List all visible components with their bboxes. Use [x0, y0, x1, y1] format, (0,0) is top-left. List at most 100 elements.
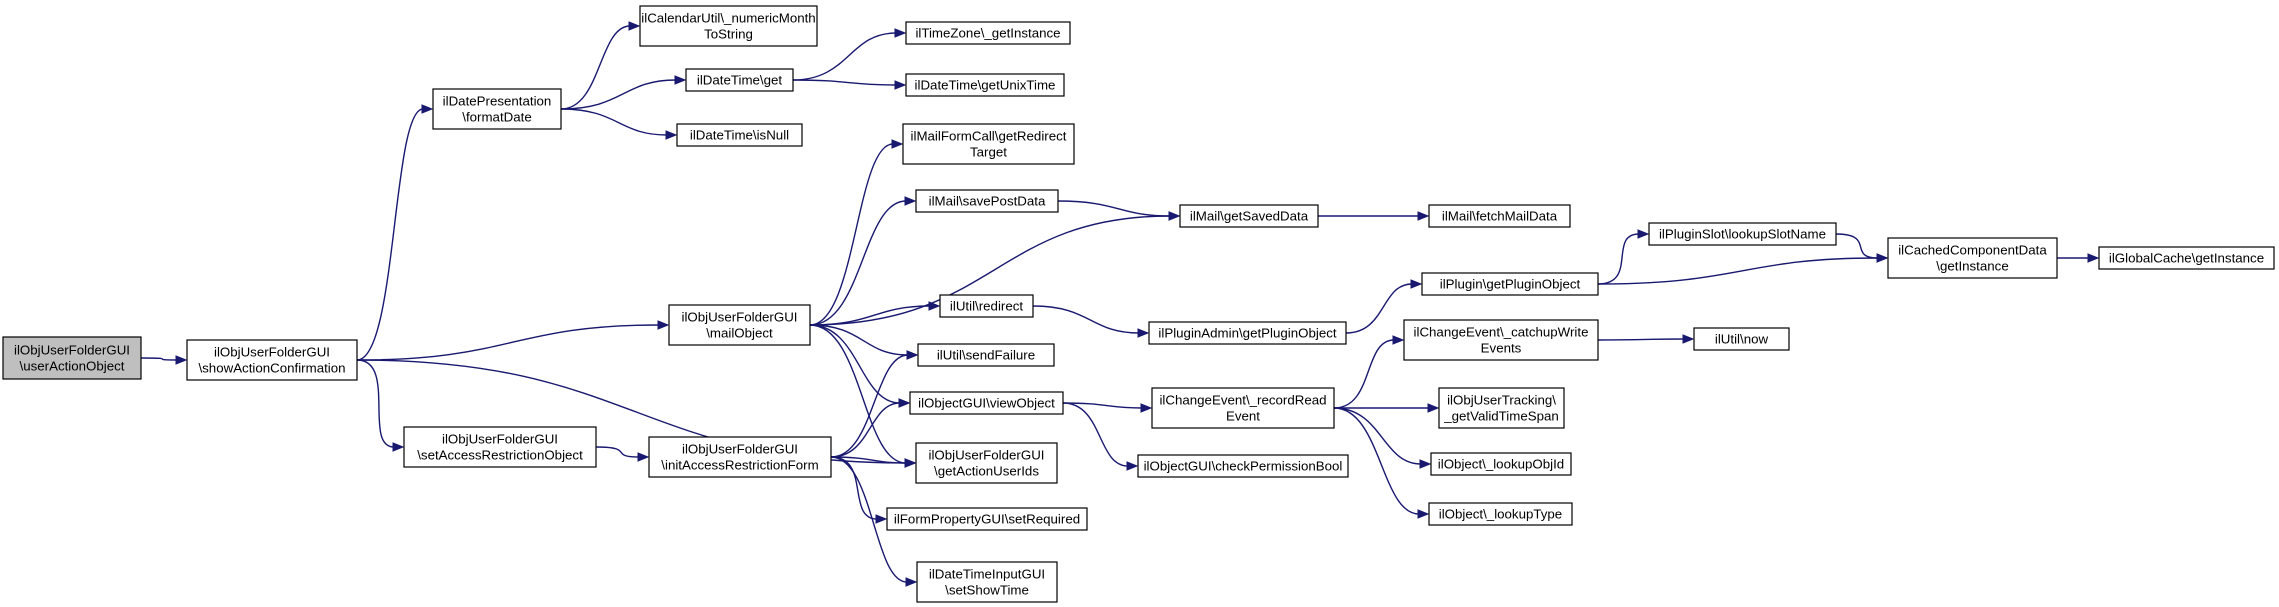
edge-line: [809, 305, 931, 326]
node-ilglobalcache-getinstance[interactable]: ilGlobalCache\getInstance: [2098, 246, 2275, 270]
arrowhead: [1682, 334, 1695, 344]
node-ilobjuserfoldergui-showactionconfirmation[interactable]: ilObjUserFolderGUI\showActionConfirmatio…: [186, 339, 358, 381]
edge-line: [792, 32, 897, 81]
edge-n7-n10: [792, 79, 907, 90]
node-ilobject-_lookupobjid[interactable]: ilObject\_lookupObjId: [1430, 452, 1572, 476]
arrowhead: [1137, 328, 1150, 338]
node-box: [403, 426, 597, 468]
node-label: ilPluginSlot\lookupSlotName: [1659, 227, 1826, 242]
node-label: ilObjUserFolderGUI: [14, 343, 130, 358]
node-ildatetime-get[interactable]: ilDateTime\get: [685, 68, 794, 92]
node-label: ilMailFormCall\getRedirect: [911, 129, 1067, 144]
node-ilplugin-getpluginobject[interactable]: ilPlugin\getPluginObject: [1421, 272, 1599, 296]
node-ilutil-now[interactable]: ilUtil\now: [1693, 327, 1790, 351]
node-label: ilTimeZone\_getInstance: [915, 26, 1060, 41]
node-ilobjuserfoldergui-setaccessrestrictionobject[interactable]: ilObjUserFolderGUI\setAccessRestrictionO…: [403, 426, 597, 468]
edge-line: [1597, 338, 1685, 341]
node-box: [2098, 246, 2275, 270]
arrowhead: [1140, 403, 1153, 413]
node-label: ilDateTime\getUnixTime: [915, 78, 1056, 93]
node-ilformpropertygui-setrequired[interactable]: ilFormPropertyGUI\setRequired: [886, 507, 1088, 531]
arrowhead: [1168, 211, 1181, 221]
node-ilobjectgui-checkpermissionbool[interactable]: ilObjectGUI\checkPermissionBool: [1137, 454, 1349, 478]
node-ildatetimeinputgui-setshowtime[interactable]: ilDateTimeInputGUI\setShowTime: [916, 561, 1058, 603]
arrowhead: [905, 577, 918, 587]
edge-line: [1835, 233, 1879, 259]
node-label: ilObjUserFolderGUI: [214, 345, 330, 360]
arrowhead: [628, 21, 641, 31]
edge-n26-n31: [1333, 407, 1432, 469]
edge-n2-n7: [560, 75, 687, 110]
edge-n24-n25: [2056, 253, 2100, 263]
node-ilutil-sendfailure[interactable]: ilUtil\sendFailure: [917, 343, 1055, 367]
node-box: [915, 189, 1059, 213]
edge-line: [140, 357, 178, 361]
node-box: [1693, 327, 1790, 351]
arrowhead: [904, 458, 917, 468]
edge-n23-n24: [1835, 233, 1889, 263]
node-ilobjusertracking-_getvalidtimespan[interactable]: ilObjUserTracking\_getValidTimeSpan: [1438, 387, 1565, 429]
node-iltimezone-_getinstance[interactable]: ilTimeZone\_getInstance: [905, 21, 1071, 45]
node-ildatepresentation-formatdate[interactable]: ilDatePresentation\formatDate: [432, 88, 562, 130]
node-label: ilPluginAdmin\getPluginObject: [1158, 326, 1336, 341]
node-ilobjuserfoldergui-useractionobject[interactable]: ilObjUserFolderGUI\userActionObject: [2, 336, 142, 380]
arrowhead: [175, 355, 188, 365]
node-ilmail-fetchmaildata[interactable]: ilMail\fetchMailData: [1428, 204, 1571, 228]
node-ilutil-redirect[interactable]: ilUtil\redirect: [939, 294, 1034, 318]
edge-n15-n21: [1032, 305, 1150, 338]
arrowhead: [894, 80, 907, 90]
node-ilcachedcomponentdata-getinstance[interactable]: ilCachedComponentData\getInstance: [1887, 237, 2058, 279]
node-ilobjuserfoldergui-initaccessrestrictionform[interactable]: ilObjUserFolderGUI\initAccessRestriction…: [648, 436, 832, 478]
node-label: \setShowTime: [945, 583, 1029, 598]
edge-line: [560, 108, 668, 136]
node-label: ilDateTimeInputGUI: [929, 567, 1045, 582]
edge-line: [792, 79, 897, 86]
node-box: [639, 5, 818, 47]
edge-line: [830, 402, 901, 458]
node-box: [668, 304, 811, 346]
node-ilpluginslot-lookupslotname[interactable]: ilPluginSlot\lookupSlotName: [1648, 222, 1837, 246]
node-label: \mailObject: [706, 326, 773, 341]
edge-line: [809, 324, 907, 464]
edge-n5-n20: [830, 456, 918, 587]
node-ilobjuserfoldergui-getactionuserids[interactable]: ilObjUserFolderGUI\getActionUserIds: [915, 442, 1058, 484]
node-box: [1151, 387, 1335, 429]
arrowhead: [906, 350, 919, 360]
node-box: [1887, 237, 2058, 279]
node-label: ilObjectGUI\viewObject: [918, 396, 1055, 411]
edge-n5-n18: [830, 456, 917, 468]
node-box: [917, 343, 1055, 367]
edge-n3-n12: [809, 196, 917, 326]
node-label: ilFormPropertyGUI\setRequired: [894, 512, 1080, 527]
node-label: \formatDate: [462, 110, 531, 125]
edge-line: [809, 324, 909, 356]
edge-line: [1062, 402, 1129, 467]
node-label: \showActionConfirmation: [198, 361, 345, 376]
node-ildatetime-isnull[interactable]: ilDateTime\isNull: [676, 123, 803, 147]
arrowhead: [1637, 229, 1650, 239]
node-ildatetime-getunixtime[interactable]: ilDateTime\getUnixTime: [905, 73, 1065, 97]
node-box: [1428, 502, 1573, 526]
node-ilobjectgui-viewobject[interactable]: ilObjectGUI\viewObject: [909, 391, 1064, 415]
node-box: [1179, 204, 1319, 228]
arrowhead: [1419, 459, 1432, 469]
node-ilpluginadmin-getpluginobject[interactable]: ilPluginAdmin\getPluginObject: [1148, 321, 1347, 345]
node-ilmail-getsaveddata[interactable]: ilMail\getSavedData: [1179, 204, 1319, 228]
node-ilobjuserfoldergui-mailobject[interactable]: ilObjUserFolderGUI\mailObject: [668, 304, 811, 346]
arrowhead: [1876, 253, 1889, 263]
edge-n3-n11: [809, 139, 904, 326]
node-ilmail-savepostdata[interactable]: ilMail\savePostData: [915, 189, 1059, 213]
arrowhead: [898, 398, 911, 408]
arrowhead: [1392, 335, 1405, 345]
node-ilobject-_lookuptype[interactable]: ilObject\_lookupType: [1428, 502, 1573, 526]
edge-n26-n28: [1333, 335, 1405, 409]
node-label: ilUtil\sendFailure: [937, 348, 1035, 363]
node-label: ilDateTime\get: [697, 73, 783, 88]
arrowhead: [1417, 509, 1430, 519]
edge-line: [1062, 402, 1143, 409]
